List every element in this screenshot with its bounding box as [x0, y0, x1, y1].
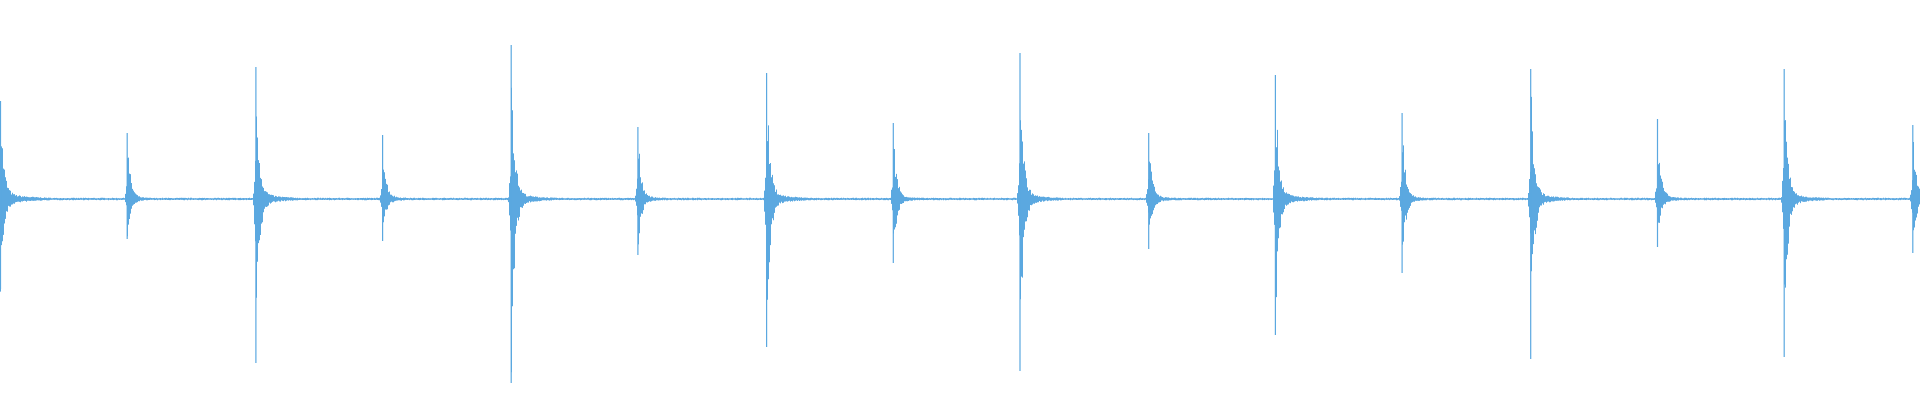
waveform-path: [0, 87, 1920, 373]
waveform-trace: [0, 45, 1920, 383]
